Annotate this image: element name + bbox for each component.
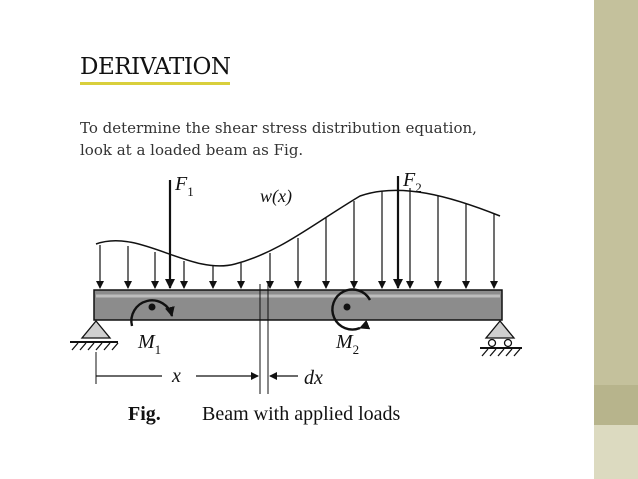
distributed-load-arrows [96, 188, 498, 289]
label-m1: M1 [137, 331, 161, 357]
sidebar-accent-band [594, 385, 638, 425]
label-w: w(x) [260, 186, 292, 207]
label-f1: F1 [174, 173, 194, 199]
label-dx: dx [304, 367, 323, 389]
left-support [70, 319, 119, 351]
sidebar-band [594, 0, 638, 385]
right-support [480, 319, 522, 357]
moment-m2 [331, 288, 372, 331]
sidebar-light-band [594, 425, 638, 479]
slide-body-text: To determine the shear stress distributi… [80, 119, 477, 159]
moment-m1 [130, 299, 175, 327]
label-f2: F2 [402, 169, 422, 195]
figure-caption-text: Beam with applied loads [202, 403, 401, 425]
load-curve [95, 189, 501, 267]
moment-m2-dot [343, 303, 351, 311]
label-m2: M2 [335, 331, 359, 357]
figure-caption-label: Fig. [128, 403, 161, 425]
slide-title: DERIVATION [80, 54, 231, 85]
moment-m1-dot [148, 303, 156, 311]
label-x: x [171, 365, 181, 387]
beam-figure: F1 F2 w(x) M1 M2 [70, 169, 522, 425]
